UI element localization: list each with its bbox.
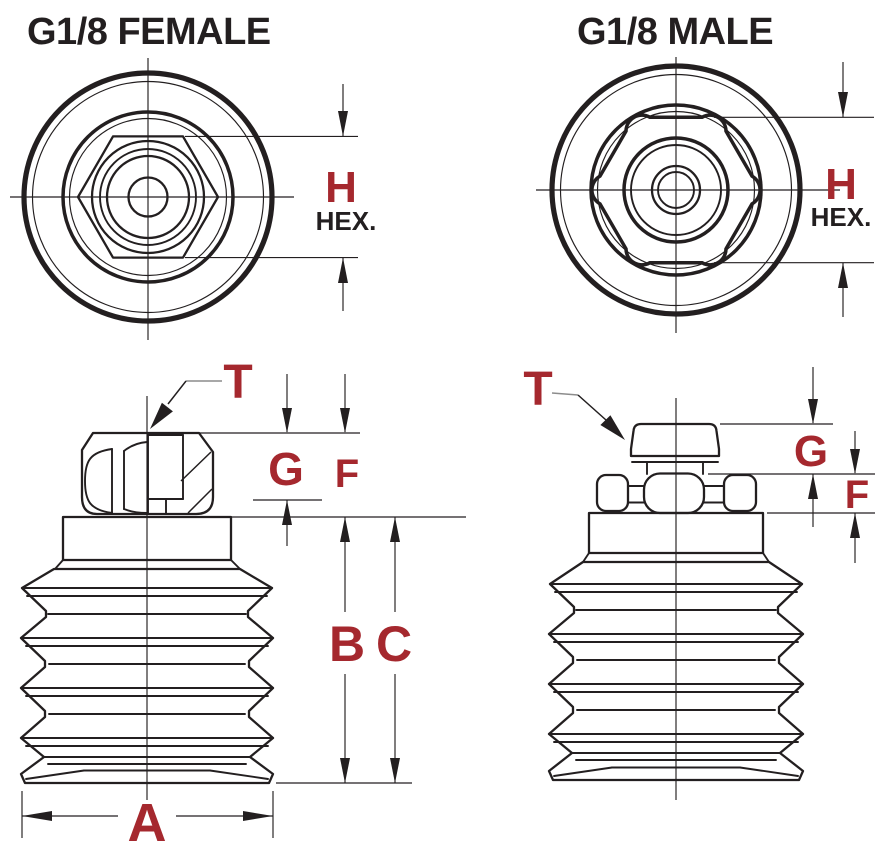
a-dimension: A [21,791,274,844]
c-dimension: C [376,517,412,783]
t-leader: T [523,363,625,440]
male-side-view [547,398,805,800]
sectioned-bore [147,434,184,515]
h-dimension: H HEX. [714,62,874,317]
female-title: G1/8 FEMALE [27,11,271,53]
dim-label-g: G [268,443,304,495]
f-dimension: F [335,374,359,496]
male-view: G1/8 MALE H HEX. [523,11,875,800]
dim-label-b: B [329,616,365,672]
male-cup [547,511,805,782]
g-dimension: G [253,374,322,546]
female-dimensions: T G F B [21,356,466,844]
outer-ring [21,70,275,324]
arrowhead-down [838,92,848,118]
leader-arrowhead [600,415,625,440]
f-dimension: F [845,431,869,563]
h-dimension: H HEX. [185,84,376,311]
arrowhead-up [838,262,848,288]
dim-label-h: H [825,160,857,209]
male-dimensions: T G F [523,363,875,563]
dim-label-f: F [335,452,359,496]
crosshair [536,57,840,333]
outer-ring [549,63,803,317]
dim-label-t: T [523,363,552,416]
dim-label-c: C [376,616,412,672]
leader-arrowhead [150,402,173,429]
stud-circle [650,164,702,216]
hex-nut-outline [590,113,762,267]
port-bore [657,171,695,209]
t-leader: T [150,356,253,429]
hatch-lines [180,451,213,514]
male-title: G1/8 MALE [577,11,773,53]
b-dimension: B [329,517,365,783]
port-bore [127,176,169,218]
arrowhead-up [338,257,348,283]
g-dimension: G [794,367,828,527]
dim-label-hex: HEX. [811,202,872,232]
bellows [547,560,805,782]
cup-ring [61,110,235,284]
female-cup [19,515,275,785]
female-side-view [19,396,275,800]
dim-label-t: T [223,356,252,409]
dim-label-hex: HEX. [316,206,377,236]
dim-label-h: H [325,163,357,212]
hex-nut-outline [76,135,220,259]
female-hex-nut [80,431,215,516]
male-top-view: H HEX. [536,57,874,333]
bellows [19,567,275,785]
crosshair [10,58,294,340]
dim-label-g: G [794,427,828,476]
dim-label-a: A [128,793,167,844]
female-view: G1/8 FEMALE H HEX [10,11,466,844]
dim-label-f: F [845,473,869,517]
female-top-view: H HEX. [10,58,376,340]
male-stud [629,422,721,475]
arrowhead-down [338,111,348,137]
